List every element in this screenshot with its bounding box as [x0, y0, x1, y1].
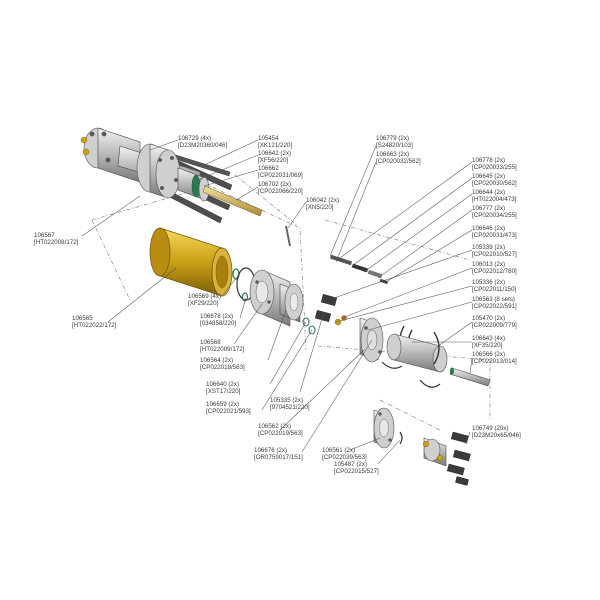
label-106702-part: 106702 (2x) [258, 181, 291, 188]
label-106013-ref: [CP022012/780] [472, 268, 517, 275]
label-106777-ref: [CP020034/255] [472, 212, 517, 219]
label-106646-ref: [CP020031/473] [472, 232, 517, 239]
label-106749-ref: [D23M20x65/046] [472, 432, 521, 439]
label-106561-part: 106561 (2x) [322, 447, 355, 454]
label-106643-ref: [XF35/220] [472, 342, 503, 349]
label-106642-part: 106642 (2x) [258, 150, 291, 157]
fitting-icon [82, 148, 90, 156]
label-106042-part: 106042 (2x) [306, 197, 339, 204]
label-106646-part: 106646 (2x) [472, 225, 505, 232]
label-106645-ref: [CP020030/562] [472, 180, 517, 187]
label-106563-ref: [CP022022/591] [472, 303, 517, 310]
label-106569-part: 106569 (4x) [188, 293, 221, 300]
label-106678-part: 106678 (2x) [200, 313, 233, 320]
label-106563-part: 106563 (8 sets) [472, 296, 515, 303]
main-body-assembly [80, 127, 263, 224]
label-106565-ref: [HT022022/172] [72, 322, 117, 329]
label-106678-ref: [034858/220] [200, 320, 236, 327]
label-106569-ref: [XF29/220] [188, 300, 219, 307]
label-106644-part: 106644 (2x) [472, 189, 505, 196]
lower-end-cap [373, 407, 403, 449]
label-106729-part: 106729 (4x) [178, 135, 211, 142]
label-106645-part: 106645 (2x) [472, 173, 505, 180]
label-105339-part: 105339 (2x) [472, 244, 505, 251]
leader-lines [81, 139, 473, 465]
label-106566-part: 106566 (2x) [472, 351, 505, 358]
label-106779-part: 106779 (2x) [376, 135, 409, 142]
fitting-icon [80, 136, 88, 144]
label-105336-part: 105336 (2x) [472, 279, 505, 286]
label-106702-ref: [CP022066/220] [258, 188, 303, 195]
right-cylinder [381, 325, 491, 388]
label-106042-ref: [XN5/220] [306, 204, 334, 211]
center-fasteners [302, 294, 347, 335]
label-106640-part: 106640 (2x) [206, 381, 239, 388]
label-105335-part: 105335 (2x) [270, 397, 303, 404]
label-106659-part: 106659 (2x) [206, 401, 239, 408]
label-106562-ref: [CP022019/563] [258, 430, 303, 437]
piston-rod [202, 185, 263, 217]
label-106663-part: 106663 (2x) [376, 151, 409, 158]
label-106567-ref: [HT022008/172] [34, 239, 79, 246]
piston-head [359, 317, 384, 363]
label-106729-ref: [D23M20360/046] [178, 142, 227, 149]
label-106676-part: 106676 (2x) [254, 447, 287, 454]
label-105454-part: 105454 [258, 135, 279, 142]
end-cap-housings [249, 269, 304, 327]
label-105487-part: 105487 (2x) [334, 461, 367, 468]
label-106566-ref: [CP022013/014] [472, 358, 517, 365]
label-106640-ref: [XST17/220] [206, 388, 241, 395]
label-106663-ref: [CP020032/562] [376, 158, 421, 165]
label-106561-ref: [CP022039/563] [322, 454, 367, 461]
label-106662-ref: [CP022031/069] [258, 172, 303, 179]
label-106568-part: 106568 [200, 339, 221, 346]
label-106562-part: 106562 (2x) [258, 423, 291, 430]
label-106778-part: 106778 (2x) [472, 157, 505, 164]
label-106659-ref: [CP022021/593] [206, 408, 251, 415]
label-106642-ref: [XF56/220] [258, 157, 289, 164]
label-106568-ref: [HT022009/172] [200, 346, 245, 353]
label-106778-ref: [CP020033/255] [472, 164, 517, 171]
label-106777-part: 106777 (2x) [472, 205, 505, 212]
label-106565-part: 106565 [72, 315, 93, 322]
label-105470-ref: [CP022009/779] [472, 322, 517, 329]
label-105487-ref: [CP022015/527] [334, 468, 379, 475]
label-105454-ref: [XK121/220] [258, 142, 292, 149]
label-106749-part: 106749 (20x) [472, 425, 508, 432]
label-105470-part: 105470 (2x) [472, 315, 505, 322]
valve-stems [285, 225, 389, 285]
label-106013-part: 106013 (2x) [472, 261, 505, 268]
label-106662-part: 106662 [258, 165, 279, 172]
label-106779-ref: [S24820/103] [376, 142, 413, 149]
label-105336-ref: [CP022011/150] [472, 286, 517, 293]
label-106676-ref: [OR0759017/151] [254, 454, 303, 461]
bottom-right-fitting [423, 431, 471, 486]
brass-cylinder [149, 227, 233, 297]
label-105335-ref: [9704521/220] [270, 404, 310, 411]
label-106643-part: 106643 (4x) [472, 335, 505, 342]
label-106567-part: 106567 [34, 232, 55, 239]
label-106564-part: 106564 (2x) [200, 357, 233, 364]
part-labels: 106729 (4x) [D23M20360/046] 105454 [XK12… [34, 135, 521, 475]
label-106564-ref: [CP022018/563] [200, 364, 245, 371]
label-105339-ref: [CP022010/527] [472, 251, 517, 258]
label-106644-ref: [HT022004/473] [472, 196, 517, 203]
seal-ring [191, 174, 201, 198]
